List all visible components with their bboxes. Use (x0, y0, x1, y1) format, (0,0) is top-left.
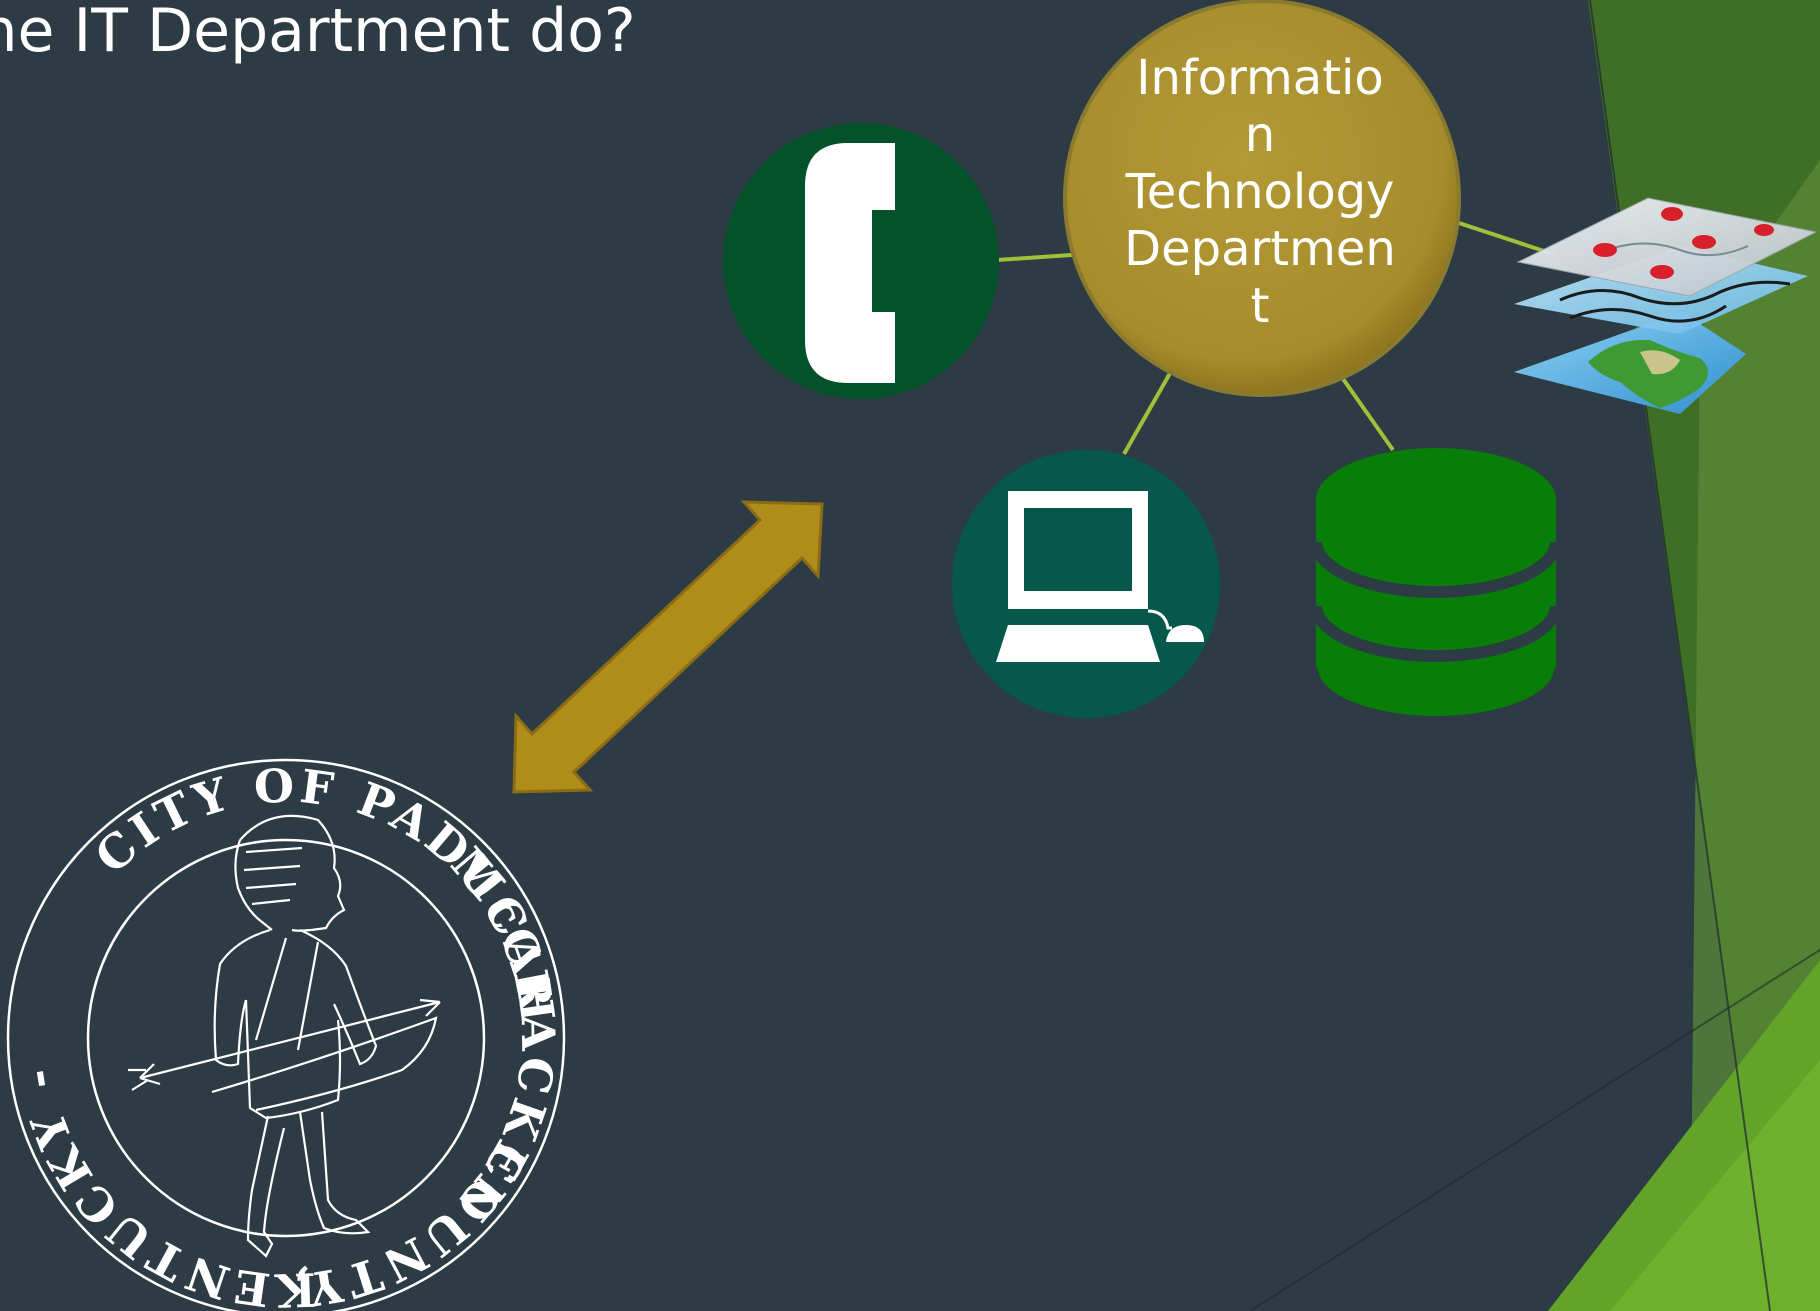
city-seal-logo: CITY OF PADUCAH McCRACKEN COUNTY, KENTUC… (6, 758, 566, 1311)
phone-node (723, 123, 999, 399)
connector-database (1332, 364, 1395, 452)
phone-icon (805, 143, 895, 383)
it-label-line-1: Informatio (1136, 50, 1384, 106)
database-icon (1310, 448, 1562, 720)
double-arrow (512, 500, 824, 794)
it-label-line-5: t (1250, 278, 1270, 334)
seal-figure (128, 814, 441, 1258)
connector-computer (1122, 367, 1175, 455)
database-node (1310, 448, 1562, 720)
it-label-line-2: n (1244, 107, 1276, 163)
connector-gis (1458, 221, 1554, 256)
gis-layers-icon (1514, 197, 1818, 414)
computer-icon (996, 491, 1204, 662)
page-title: the IT Department do? (0, 0, 636, 66)
connector-lines (996, 221, 1554, 455)
computer-node (952, 450, 1220, 718)
it-department-node (1063, 0, 1461, 397)
it-label-line-3: Technology (1125, 164, 1395, 220)
connector-phone (996, 252, 1087, 262)
it-department-label: Informatio n Technology Departmen t (1070, 50, 1450, 335)
it-label-line-4: Departmen (1124, 221, 1396, 277)
